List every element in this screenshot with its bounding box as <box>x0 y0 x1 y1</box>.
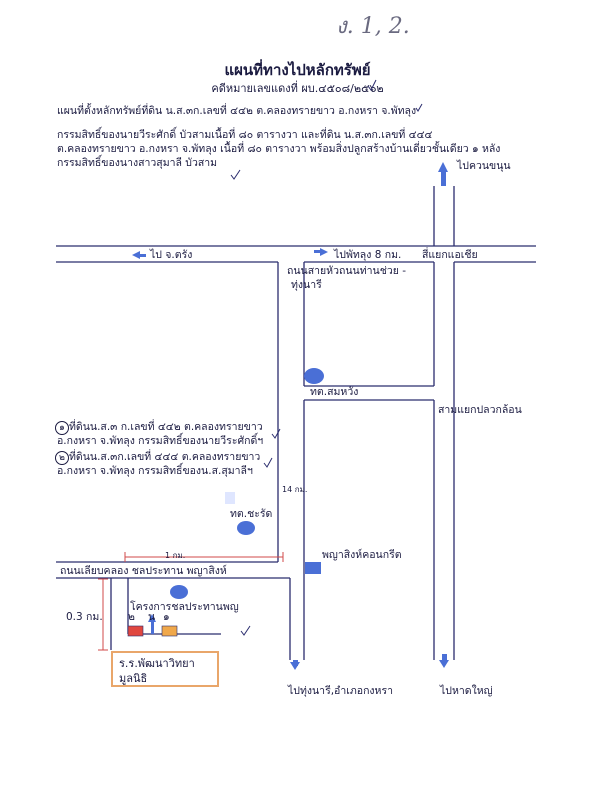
owner-line-1: กรรมสิทธิ์ของนายวีระศักดิ์ บัวสามเนื้อที… <box>57 129 433 141</box>
label-to-phatthalung: ไปพัทลุง 8 กม. <box>334 249 402 261</box>
arrow-west <box>132 251 140 259</box>
owner-line-2: ต.คลองทรายขาว อ.กงหรา จ.พัทลุง เนื้อที่ … <box>57 143 501 155</box>
irrigation-marker <box>170 585 188 599</box>
label-road-junction: ถนนสายหัวถนนท่านช่วย - <box>287 265 406 277</box>
marker-1-label: ๑ <box>163 611 170 623</box>
label-14km: 14 กม. <box>282 485 308 494</box>
phaya-concrete-marker <box>305 562 321 574</box>
arrow-down-left-head <box>290 662 300 670</box>
legend-1-line2: อ.กงหรา จ.พัทลุง กรรมสิทธิ์ของนายวีระศัก… <box>57 435 264 447</box>
school-line-2: มูลนิธิ <box>119 672 148 685</box>
school-line-1: ร.ร.พัฒนาวิทยา <box>119 657 195 670</box>
label-irrigation-project: โครงการชลประทานพญ <box>130 601 239 613</box>
case-reference: คดีหมายเลขแดงที่ ผบ.๔๕๐๘/๒๕๖๒ <box>211 82 384 95</box>
som-wang-marker <box>304 368 324 384</box>
label-to-khuan-khanun: ไปควนขนุน <box>457 160 511 172</box>
handwritten-note: ง. 1, 2. <box>336 14 410 39</box>
label-canal-road: ถนนเลียบคลอง ชลประทาน พญาสิงห์ <box>60 565 227 577</box>
marker-2-label: ๒ <box>128 611 135 623</box>
label-sam-yaek: สามแยกปลวกล้อน <box>438 404 522 416</box>
marker-conj-label: น <box>148 611 156 623</box>
arrow-up-head <box>438 162 448 172</box>
label-thung-nari: ทุ่งนารี <box>291 279 322 291</box>
plot-1 <box>161 625 178 637</box>
label-chacharat: ทต.ชะรัด <box>230 508 273 520</box>
legend-num-1: ๑ <box>55 421 69 435</box>
arrow-up-shaft <box>441 172 446 186</box>
school-label-box: ร.ร.พัฒนาวิทยา มูลนิธิ <box>111 651 219 687</box>
chacharat-marker <box>237 521 255 535</box>
label-intersection-asia: สี่แยกแอเชีย <box>422 249 478 261</box>
legend-1-line1: ที่ดินน.ส.๓ ก.เลขที่ ๔๔๒ ต.คลองทรายขาว <box>69 421 263 433</box>
label-to-trang: ไป จ.ตรัง <box>150 249 193 261</box>
legend-item-2: ๒ที่ดินน.ส.๓ก.เลขที่ ๔๔๔ ต.คลองทรายขาว <box>55 450 260 465</box>
legend-2-line2: อ.กงหรา จ.พัทลุง กรรมสิทธิ์ของน.ส.สุมาลี… <box>57 465 253 477</box>
location-line: แผนที่ตั้งหลักทรัพย์ที่ดิน น.ส.๓ก.เลขที่… <box>57 105 417 117</box>
label-1km: 1 กม. <box>165 551 186 560</box>
label-to-hat-yai: ไปหาดใหญ่ <box>440 685 493 697</box>
legend-num-2: ๒ <box>55 451 69 465</box>
arrow-plot-shaft <box>151 622 154 634</box>
label-to-thung-nari-kong-ra: ไปทุ่งนารี,อำเภอกงหรา <box>288 685 394 697</box>
arrow-down-right-shaft <box>442 654 447 662</box>
arrow-plot-head <box>148 614 156 622</box>
legend-item-1: ๑ที่ดินน.ส.๓ ก.เลขที่ ๔๔๒ ต.คลองทรายขาว <box>55 420 263 435</box>
small-square-marker <box>225 492 235 504</box>
legend-2-line1: ที่ดินน.ส.๓ก.เลขที่ ๔๔๔ ต.คลองทรายขาว <box>69 451 261 463</box>
owner-line-3: กรรมสิทธิ์ของนางสาวสุมาลี บัวสาม <box>57 157 218 169</box>
map-title: แผนที่ทางไปหลักทรัพย์ <box>224 61 371 79</box>
label-03km: 0.3 กม. <box>66 611 103 623</box>
arrow-east <box>320 248 328 256</box>
label-som-wang: ทต.สมหวัง <box>310 386 359 398</box>
label-phaya-concrete: พญาสิงห์คอนกรีต <box>322 549 402 561</box>
arrow-down-right-head <box>439 660 449 668</box>
plot-2 <box>127 625 144 637</box>
